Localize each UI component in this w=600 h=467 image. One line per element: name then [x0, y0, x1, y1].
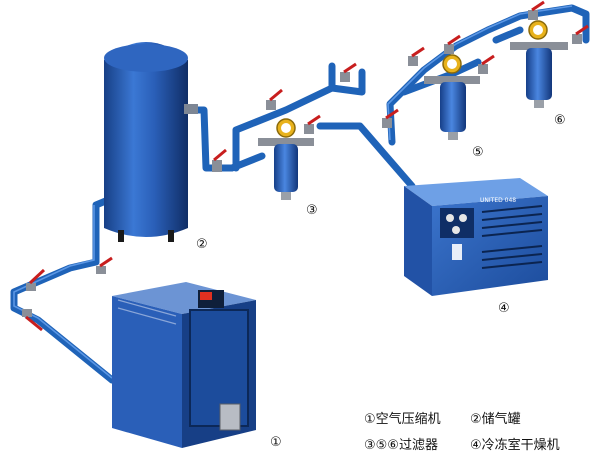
pipe-header-lower: [400, 58, 482, 96]
label-tank-number: ②: [196, 237, 208, 252]
pipe-header-link: [492, 26, 524, 44]
refrigerated-dryer: UNITED 048: [404, 178, 548, 296]
valve: [444, 34, 461, 54]
label-dryer-number: ④: [498, 301, 510, 316]
label-filter-6-number: ⑥: [554, 113, 566, 128]
pipe-riser: [232, 62, 336, 172]
valve: [212, 148, 227, 172]
valve: [22, 309, 43, 332]
valve: [478, 54, 495, 74]
pipe-upper-branch: [328, 68, 366, 96]
legend-dryer: ④冷冻室干燥机: [470, 438, 560, 453]
label-filter-5-number: ⑤: [472, 145, 484, 160]
filter-6: [510, 20, 568, 108]
legend-filters: ③⑤⑥过滤器: [364, 438, 438, 453]
pipe-compressor-to-tank: [10, 196, 116, 384]
pipe-tank-outlet: [182, 106, 266, 172]
valve: [340, 62, 357, 82]
valve: [266, 88, 283, 110]
valves: [22, 0, 589, 332]
valve: [572, 24, 589, 44]
valve: [26, 268, 46, 291]
valve: [304, 114, 321, 134]
valve: [528, 0, 545, 20]
valve: [96, 256, 113, 274]
label-compressor-number: ①: [270, 435, 282, 450]
valve: [382, 108, 399, 128]
air-storage-tank: [104, 42, 198, 242]
legend-compressor: ①空气压缩机: [364, 412, 441, 427]
dryer-brand-label: UNITED 048: [480, 197, 516, 204]
pipe-to-dryer: [316, 122, 416, 190]
filter-3: [258, 118, 314, 200]
valve: [408, 46, 425, 66]
air-compressor: [112, 282, 256, 448]
legend-tank: ②储气罐: [470, 412, 521, 427]
label-filter-3-number: ③: [306, 203, 318, 218]
filter-5: [424, 54, 480, 140]
